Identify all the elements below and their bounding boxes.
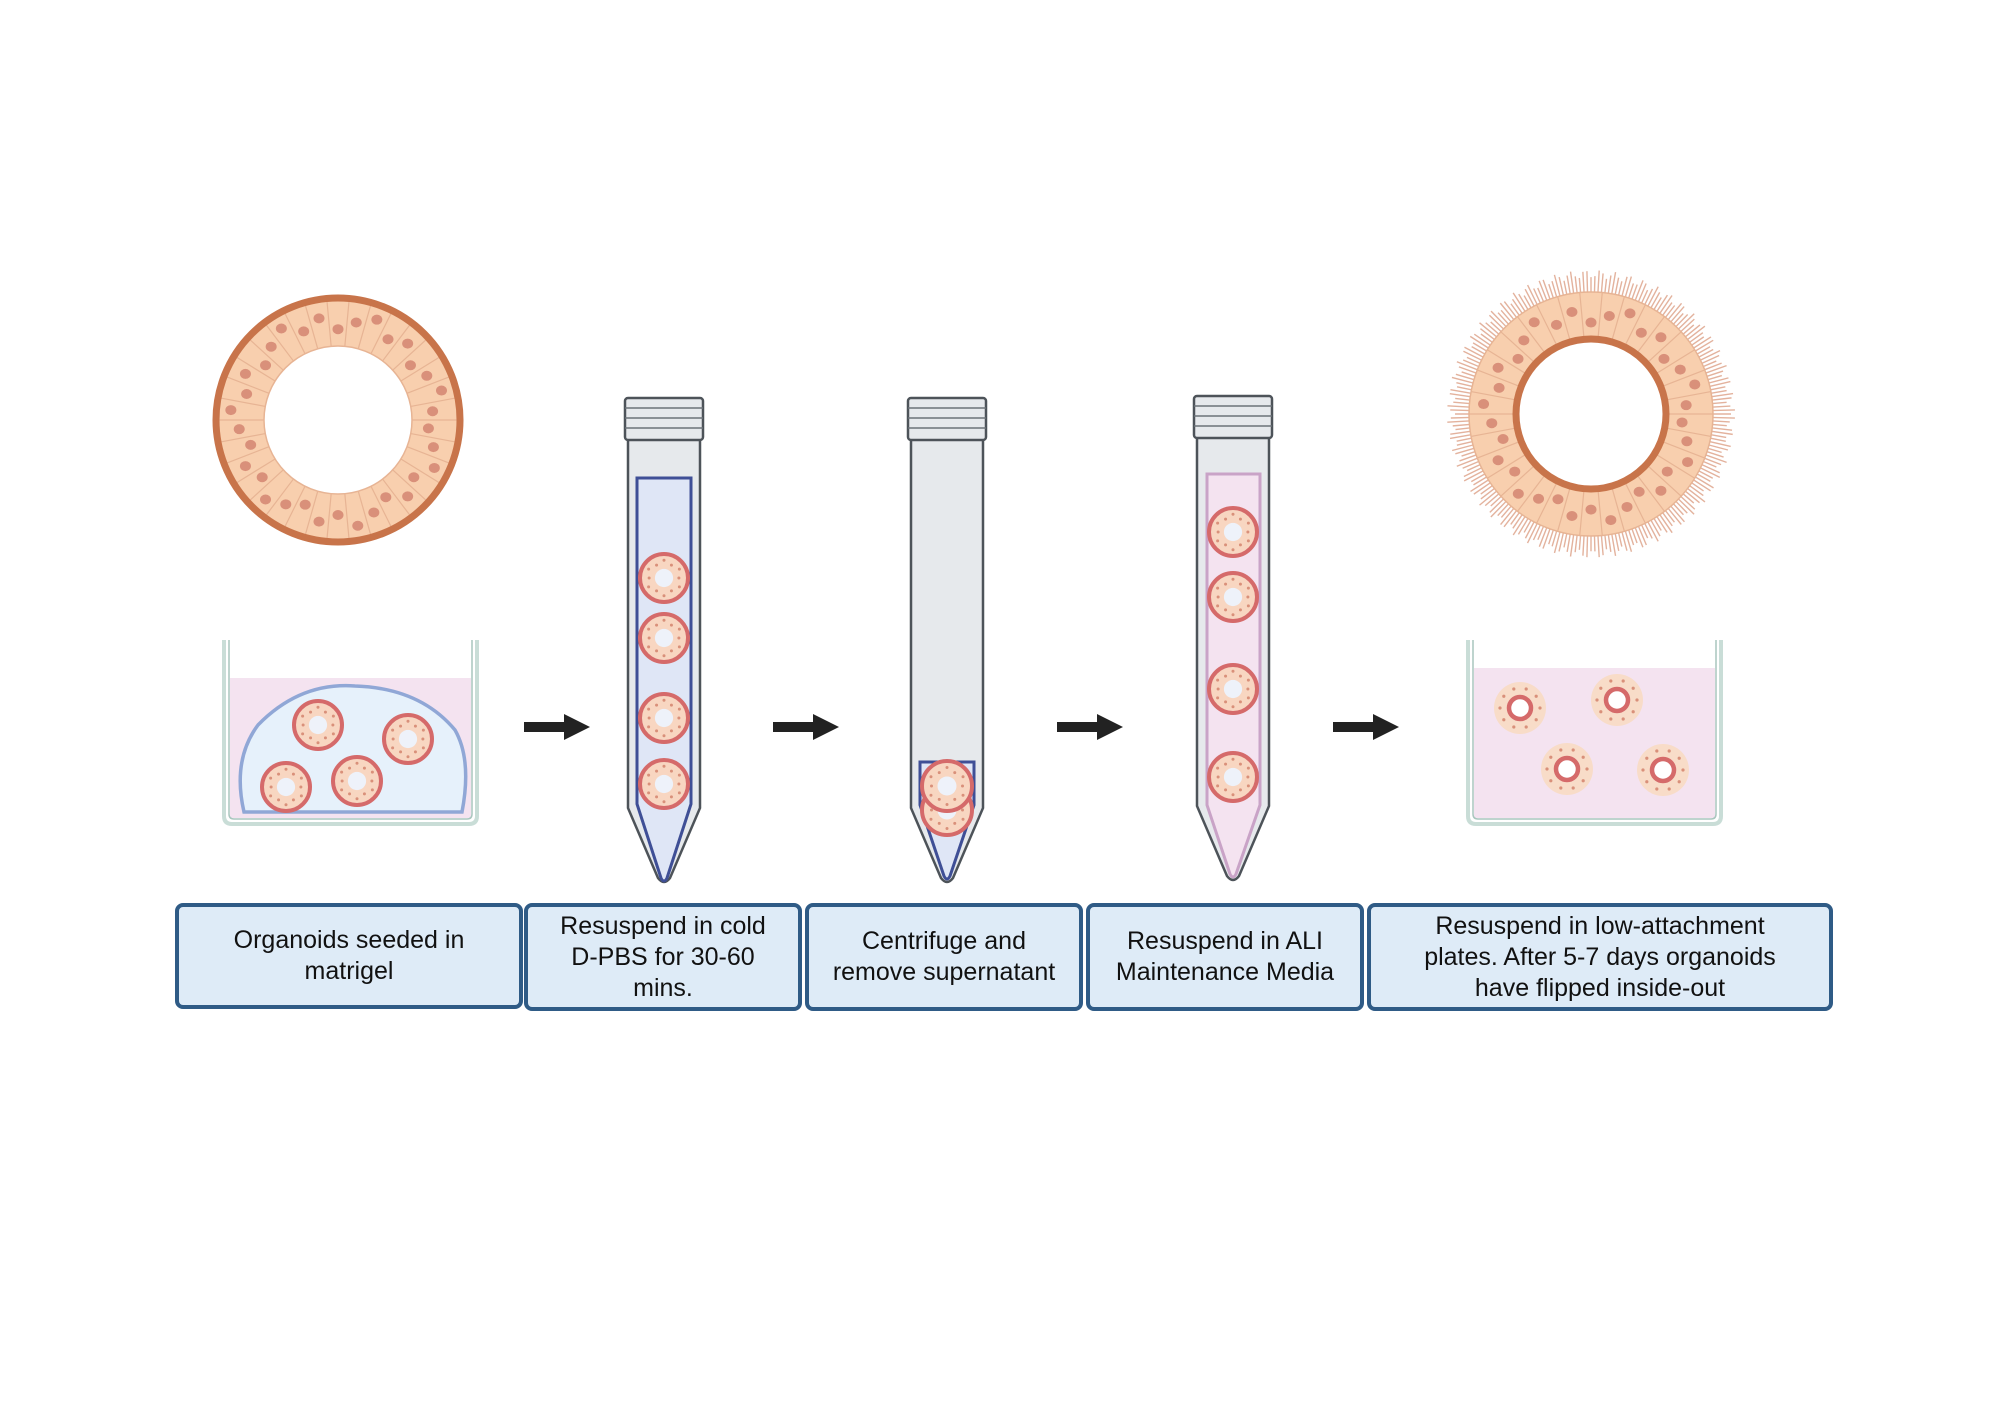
organoid-apical-in-icon [216,298,460,542]
caption-step-4-text: Resuspend in ALI Maintenance Media [1116,926,1334,988]
organoid-small [640,694,688,742]
arrow-right-icon [524,714,590,740]
arrow-right-icon [773,714,839,740]
organoid-small [1209,753,1257,801]
falcon-tube-centrifuged [908,398,986,882]
organoid-small [384,715,432,763]
caption-step-2-text: Resuspend in cold D-PBS for 30-60 mins. [560,911,766,1004]
well-plate-matrigel [224,640,477,824]
organoid-small [294,701,342,749]
caption-step-5: Resuspend in low-attachment plates. Afte… [1367,903,1833,1011]
organoid-small [1209,508,1257,556]
organoid-small [640,614,688,662]
arrow-right-icon [1057,714,1123,740]
caption-step-3-text: Centrifuge and remove supernatant [833,926,1055,988]
organoid-pellet [922,761,972,811]
caption-step-1-text: Organoids seeded in matrigel [234,925,465,987]
arrow-right-icon [1333,714,1399,740]
organoid-apical-out-icon [1447,271,1735,558]
organoid-small [640,554,688,602]
caption-step-1: Organoids seeded in matrigel [175,903,523,1009]
caption-step-2: Resuspend in cold D-PBS for 30-60 mins. [524,903,802,1011]
caption-step-5-text: Resuspend in low-attachment plates. Afte… [1424,911,1776,1004]
caption-step-4: Resuspend in ALI Maintenance Media [1086,903,1364,1011]
organoid-small-flipped [1541,743,1593,795]
organoid-small [1209,665,1257,713]
caption-step-3: Centrifuge and remove supernatant [805,903,1083,1011]
falcon-tube-dpbs [625,398,703,882]
organoid-small [333,757,381,805]
organoid-small [262,763,310,811]
dpbs-liquid [637,478,691,881]
organoid-small [640,760,688,808]
organoid-small [1209,573,1257,621]
organoid-small-flipped [1591,674,1643,726]
falcon-tube-ali-media [1194,396,1272,880]
organoid-small-flipped [1494,682,1546,734]
well-plate-low-attachment [1468,640,1721,824]
organoid-small-flipped [1637,744,1689,796]
